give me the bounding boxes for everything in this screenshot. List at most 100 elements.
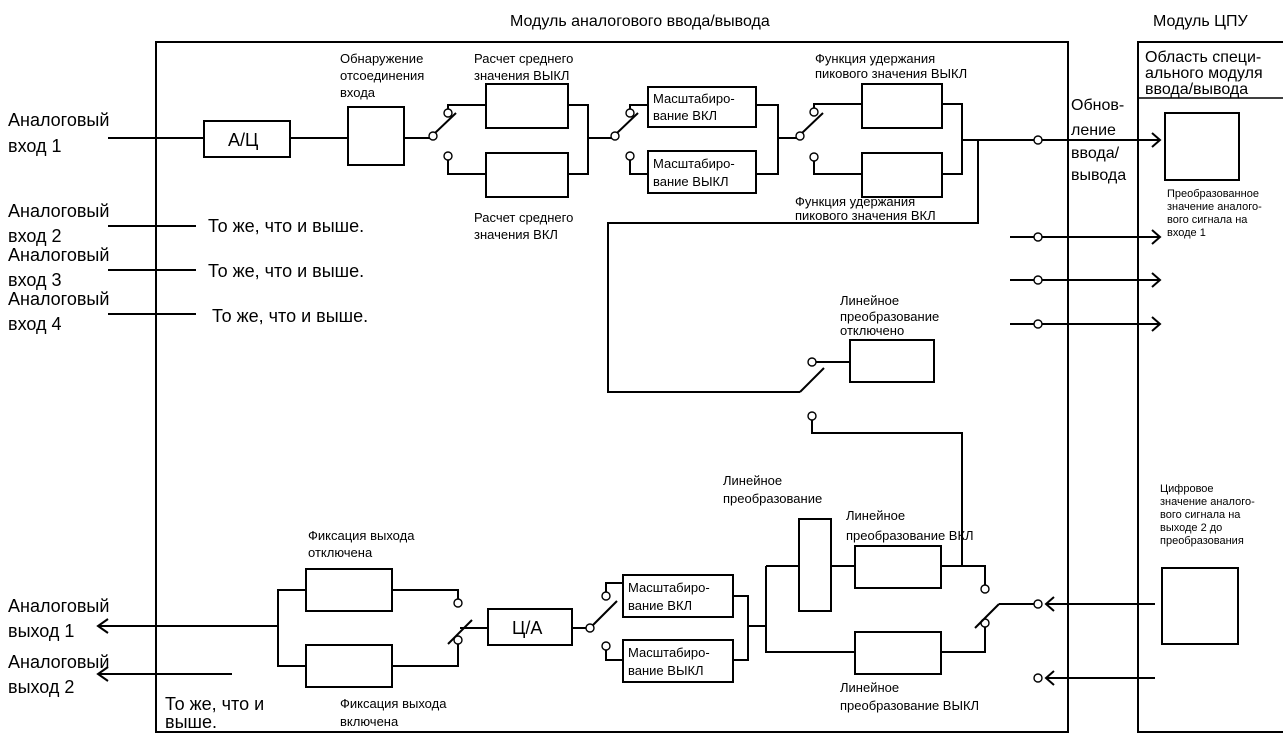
svg-text:преобразование ВКЛ: преобразование ВКЛ (846, 528, 974, 543)
from-cpu-arrow-2 (1044, 670, 1155, 686)
svg-text:Линейное: Линейное (840, 293, 899, 308)
svg-text:Аналоговый: Аналоговый (8, 201, 109, 221)
from-cpu-arrow-1 (1044, 596, 1155, 612)
scaling-switch-input-node (610, 131, 620, 141)
linear-conv-label: Линейное преобразование (723, 473, 822, 506)
svg-text:Фиксация выхода: Фиксация выхода (340, 696, 447, 711)
avg-on-wire (447, 160, 486, 175)
svg-text:Обнаружение: Обнаружение (340, 51, 423, 66)
hold-on-wire (392, 644, 459, 667)
svg-text:Обнов-: Обнов- (1071, 97, 1124, 114)
svg-text:вход 4: вход 4 (8, 314, 62, 334)
refresh-node-1 (1033, 135, 1043, 145)
out-scaling-switch-blade (590, 600, 618, 628)
input-3-same-note: То же, что и выше. (208, 261, 364, 281)
svg-text:значения ВЫКЛ: значения ВЫКЛ (474, 68, 569, 83)
refresh-node-2 (1033, 232, 1043, 242)
svg-text:Линейное: Линейное (723, 473, 782, 488)
special-area-label: Область специ- ального модуля ввода/выво… (1145, 49, 1263, 98)
analog-output-1-arrow (96, 618, 278, 634)
out-scaling-on-block (622, 574, 734, 618)
disconnect-detection-block (347, 106, 405, 166)
svg-text:вание ВЫКЛ: вание ВЫКЛ (628, 663, 704, 678)
svg-text:Функция удержания: Функция удержания (815, 51, 935, 66)
svg-text:вход 3: вход 3 (8, 270, 62, 290)
out-scaling-bottom-wire (605, 650, 623, 661)
output-hold-off-block (305, 568, 393, 612)
dac-label: Ц/А (512, 618, 542, 638)
hold-switch-blade (447, 619, 473, 645)
svg-text:отключена: отключена (308, 545, 373, 560)
out-scaling-merge-wire (733, 595, 766, 661)
linconv-out-switch-top-node (980, 584, 990, 594)
svg-text:вание ВЫКЛ: вание ВЫКЛ (653, 174, 729, 189)
to-cpu-arrow-1 (1042, 132, 1162, 148)
output-hold-on-block (305, 644, 393, 688)
svg-text:входе 1: входе 1 (1167, 227, 1206, 239)
cpu-input-value-box (1164, 112, 1240, 181)
avg-on-label: Расчет среднего значения ВКЛ (474, 210, 573, 242)
linear-conv-off-block (854, 631, 942, 675)
svg-text:отключено: отключено (840, 323, 904, 338)
output-hold-on-label: Фиксация выхода включена (340, 696, 447, 729)
scaling-on-wire (629, 104, 648, 109)
io-module-frame (155, 41, 1069, 733)
avg-on-block (485, 152, 569, 198)
svg-text:Аналоговый: Аналоговый (8, 245, 109, 265)
svg-text:Масштабиро-: Масштабиро- (628, 645, 710, 660)
out-scaling-on-label: Масштабиро- вание ВКЛ (628, 580, 710, 613)
svg-text:вого сигнала на: вого сигнала на (1167, 214, 1248, 226)
analog-input-1-label: Аналоговый вход 1 (8, 110, 109, 156)
cpu-module-title: Модуль ЦПУ (1153, 13, 1248, 30)
scaling-merge-wire (756, 104, 797, 175)
scaling-off-block (647, 150, 757, 194)
svg-text:вывода: вывода (1071, 167, 1126, 184)
svg-text:значения ВКЛ: значения ВКЛ (474, 227, 558, 242)
avg-switch-bottom-node (443, 151, 453, 161)
peak-merge-wire (942, 103, 1034, 175)
svg-text:Преобразованное: Преобразованное (1167, 188, 1259, 200)
svg-text:преобразование: преобразование (840, 309, 939, 324)
avg-off-label: Расчет среднего значения ВЫКЛ (474, 51, 573, 83)
svg-text:выход 1: выход 1 (8, 621, 74, 641)
svg-text:пикового значения ВКЛ: пикового значения ВКЛ (795, 208, 936, 223)
linconv-switch-top-node (807, 357, 817, 367)
svg-text:Фиксация выхода: Фиксация выхода (308, 528, 415, 543)
svg-text:ввода/: ввода/ (1071, 145, 1120, 162)
to-cpu-arrow-4 (1042, 316, 1162, 332)
svg-text:То же, что и: То же, что и (165, 694, 264, 714)
svg-text:значение аналого-: значение аналого- (1160, 496, 1255, 508)
svg-text:вход 2: вход 2 (8, 226, 62, 246)
avg-off-block (485, 83, 569, 129)
to-cpu-arrow-2 (1042, 229, 1162, 245)
svg-text:вход 1: вход 1 (8, 136, 62, 156)
linear-conv-disabled-label: Линейное преобразование отключено (840, 293, 939, 338)
svg-text:преобразования: преобразования (1160, 535, 1244, 547)
svg-text:Аналоговый: Аналоговый (8, 110, 109, 130)
avg-switch-input-node (428, 131, 438, 141)
to-cpu-arrow-3 (1042, 272, 1162, 288)
analog-output-1-label: Аналоговый выход 1 (8, 596, 109, 641)
output-hold-off-label: Фиксация выхода отключена (308, 528, 415, 560)
analog-input-2-label: Аналоговый вход 2 (8, 201, 109, 246)
scaling-on-block (647, 86, 757, 128)
from-cpu-node-2 (1033, 673, 1043, 683)
avg-switch-top-node (443, 108, 453, 118)
out-scaling-switch-top-node (601, 591, 611, 601)
svg-text:выше.: выше. (165, 712, 217, 732)
svg-text:вого сигнала на: вого сигнала на (1160, 509, 1241, 521)
analog-output-2-label: Аналоговый выход 2 (8, 652, 109, 697)
refresh-node-4 (1033, 319, 1043, 329)
peak-switch-input-node (795, 131, 805, 141)
io-module-title: Модуль аналогового ввода/вывода (510, 13, 770, 30)
linconv-switch-blade (799, 367, 825, 393)
avg-off-wire (447, 104, 486, 109)
linconv-switch-bottom-node (807, 411, 817, 421)
peak-switch-blade (801, 112, 824, 134)
linear-conv-on-block (854, 545, 942, 589)
peak-switch-top-node (809, 107, 819, 117)
svg-text:Аналоговый: Аналоговый (8, 289, 109, 309)
linear-feed-wire (607, 140, 979, 393)
linconv-out-switch-blade (974, 603, 1000, 629)
svg-text:ального модуля: ального модуля (1145, 65, 1263, 82)
